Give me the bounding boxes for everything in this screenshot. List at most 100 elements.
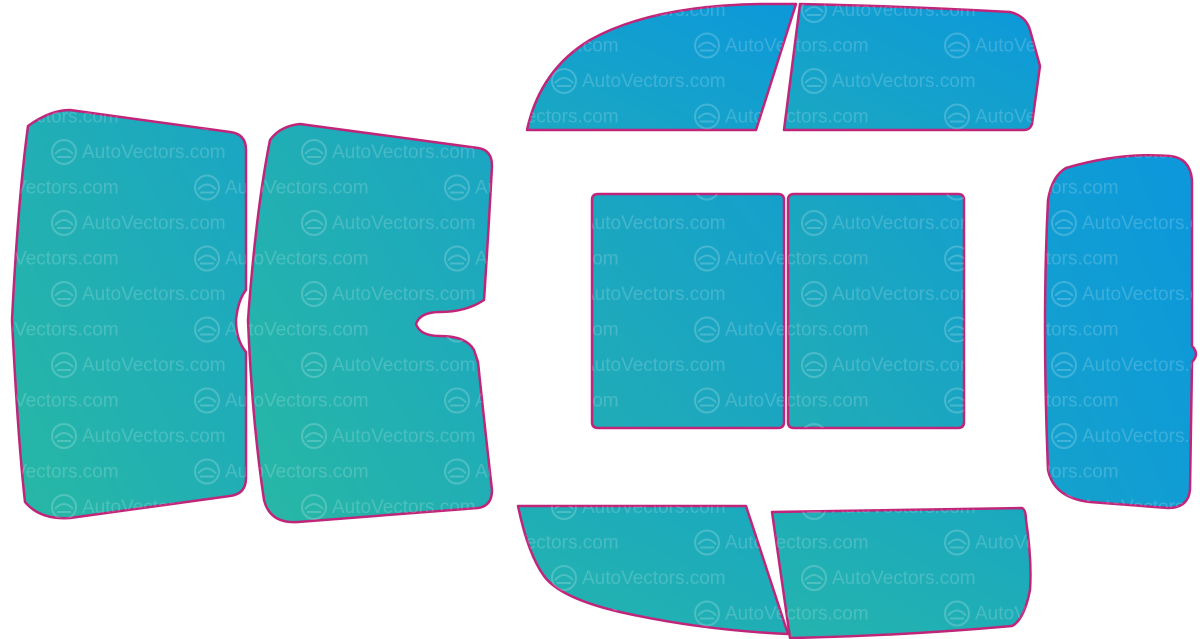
watermark-text: AutoVectors.com xyxy=(0,107,119,128)
watermark-text: AutoVectors.com xyxy=(832,284,976,305)
watermark-text: AutoVectors.com xyxy=(725,178,869,199)
watermark-text: AutoVectors.com xyxy=(475,462,619,483)
watermark-text: AutoVectors.com xyxy=(475,533,619,554)
watermark-logo-icon xyxy=(1194,387,1196,414)
watermark-text: AutoVectors.com xyxy=(1082,355,1200,376)
watermark-text: AutoVectors.com xyxy=(225,604,369,625)
watermark-logo-icon xyxy=(194,32,220,59)
watermark-text: AutoVectors.com xyxy=(725,320,869,341)
watermark-logo-icon xyxy=(551,210,577,236)
watermark-text: AutoVectors.com xyxy=(975,604,1119,625)
watermark-text: AutoVectors.com xyxy=(82,0,226,21)
watermark-logo-icon xyxy=(301,565,327,591)
watermark-text: AutoVectors.com xyxy=(832,568,976,589)
watermark-text: AutoVectors.com xyxy=(332,426,476,447)
watermark-text: AutoVectors.com xyxy=(1082,284,1200,305)
watermark-text: AutoVectors.com xyxy=(0,320,119,341)
watermark-text: AutoVectors.com xyxy=(1082,213,1200,234)
watermark-logo-icon xyxy=(444,103,470,130)
watermark-logo-icon xyxy=(444,32,470,59)
watermark-text: AutoVectors.com xyxy=(975,178,1119,199)
watermark-logo-icon xyxy=(551,352,577,378)
watermark-text: AutoVectors.com xyxy=(475,107,619,128)
watermark-text: AutoVectors.com xyxy=(332,71,476,92)
watermark-text: AutoVectors.com xyxy=(332,568,476,589)
watermark-text: AutoVectors.com xyxy=(0,462,119,483)
watermark-logo-icon xyxy=(1194,245,1196,272)
watermark-logo-icon xyxy=(51,4,77,23)
watermark-text: AutoVectors.com xyxy=(975,107,1119,128)
watermark-text: AutoVectors.com xyxy=(975,391,1119,412)
watermark-text: AutoVectors.com xyxy=(725,249,869,270)
watermark-logo-icon xyxy=(1194,316,1196,343)
watermark-text: AutoVectors.com xyxy=(475,249,619,270)
center-left-square-panel xyxy=(590,192,786,430)
watermark-text: AutoVectors.com xyxy=(582,355,726,376)
watermark-text: AutoVectors.com xyxy=(0,36,119,57)
watermark-text: AutoVectors.com xyxy=(725,391,869,412)
watermark-text: AutoVectors.com xyxy=(0,391,119,412)
watermark-text: AutoVectors.com xyxy=(582,213,726,234)
watermark-text: AutoVectors.com xyxy=(832,497,976,518)
watermark-text: AutoVectors.com xyxy=(725,107,869,128)
watermark-logo-icon xyxy=(1194,103,1196,130)
watermark-logo-icon xyxy=(1051,565,1077,591)
watermark-text: AutoVectors.com xyxy=(82,71,226,92)
watermark-text: AutoVectors.com xyxy=(975,249,1119,270)
watermark-text: AutoVectors.com xyxy=(332,0,476,21)
watermark-logo-icon xyxy=(1194,600,1196,627)
watermark-logo-icon xyxy=(1194,32,1196,59)
watermark-text: AutoVectors.com xyxy=(332,142,476,163)
watermark-text: AutoVectors.com xyxy=(225,36,369,57)
watermark-text: AutoVectors.com xyxy=(82,355,226,376)
panels-layer xyxy=(10,2,1198,639)
watermark-text: AutoVectors.com xyxy=(475,36,619,57)
watermark-logo-icon xyxy=(1194,174,1196,201)
watermark-logo-icon xyxy=(444,529,470,556)
watermark-text: AutoVectors.com xyxy=(475,391,619,412)
watermark-text: AutoVectors.com xyxy=(582,568,726,589)
watermark-logo-icon xyxy=(551,139,577,165)
watermark-text: AutoVectors.com xyxy=(0,533,119,554)
watermark-logo-icon xyxy=(1051,68,1077,94)
watermark-text: AutoVectors.com xyxy=(582,71,726,92)
watermark-logo-icon xyxy=(801,139,827,165)
watermark-text: AutoVectors.com xyxy=(225,320,369,341)
watermark-text: AutoVectors.com xyxy=(582,497,726,518)
watermark-logo-icon xyxy=(301,4,327,23)
watermark-logo-icon xyxy=(194,529,220,556)
watermark-logo-icon xyxy=(194,103,220,130)
watermark-logo-icon xyxy=(51,565,77,591)
watermark-text: AutoVectors.com xyxy=(1082,426,1200,447)
watermark-text: AutoVectors.com xyxy=(1082,0,1200,21)
watermark-logo-icon xyxy=(551,281,577,307)
watermark-logo-icon xyxy=(694,458,720,485)
watermark-text: AutoVectors.com xyxy=(0,249,119,270)
watermark-text: AutoVectors.com xyxy=(475,178,619,199)
watermark-text: AutoVectors.com xyxy=(832,142,976,163)
watermark-logo-icon xyxy=(301,68,327,94)
watermark-text: AutoVectors.com xyxy=(832,355,976,376)
top-right-front-panel xyxy=(782,2,1042,132)
bottom-left-panel xyxy=(516,504,790,636)
watermark-text: AutoVectors.com xyxy=(832,71,976,92)
watermark-text: AutoVectors.com xyxy=(225,533,369,554)
right-side-panel xyxy=(1043,153,1198,510)
watermark-text: AutoVectors.com xyxy=(332,213,476,234)
watermark-text: AutoVectors.com xyxy=(582,0,726,21)
watermark-logo-icon xyxy=(194,600,220,627)
watermark-logo-icon xyxy=(1194,529,1196,556)
watermark-logo-icon xyxy=(444,600,470,627)
watermark-text: AutoVectors.com xyxy=(1082,71,1200,92)
watermark-text: AutoVectors.com xyxy=(1082,497,1200,518)
watermark-text: AutoVectors.com xyxy=(832,0,976,21)
watermark-logo-icon xyxy=(1051,4,1077,23)
watermark-text: AutoVectors.com xyxy=(1082,568,1200,589)
watermark-text: AutoVectors.com xyxy=(82,568,226,589)
watermark-text: AutoVectors.com xyxy=(975,320,1119,341)
watermark-text: AutoVectors.com xyxy=(725,36,869,57)
watermark-text: AutoVectors.com xyxy=(832,213,976,234)
rear-right-large-panel xyxy=(246,122,494,524)
watermark-text: AutoVectors.com xyxy=(332,284,476,305)
